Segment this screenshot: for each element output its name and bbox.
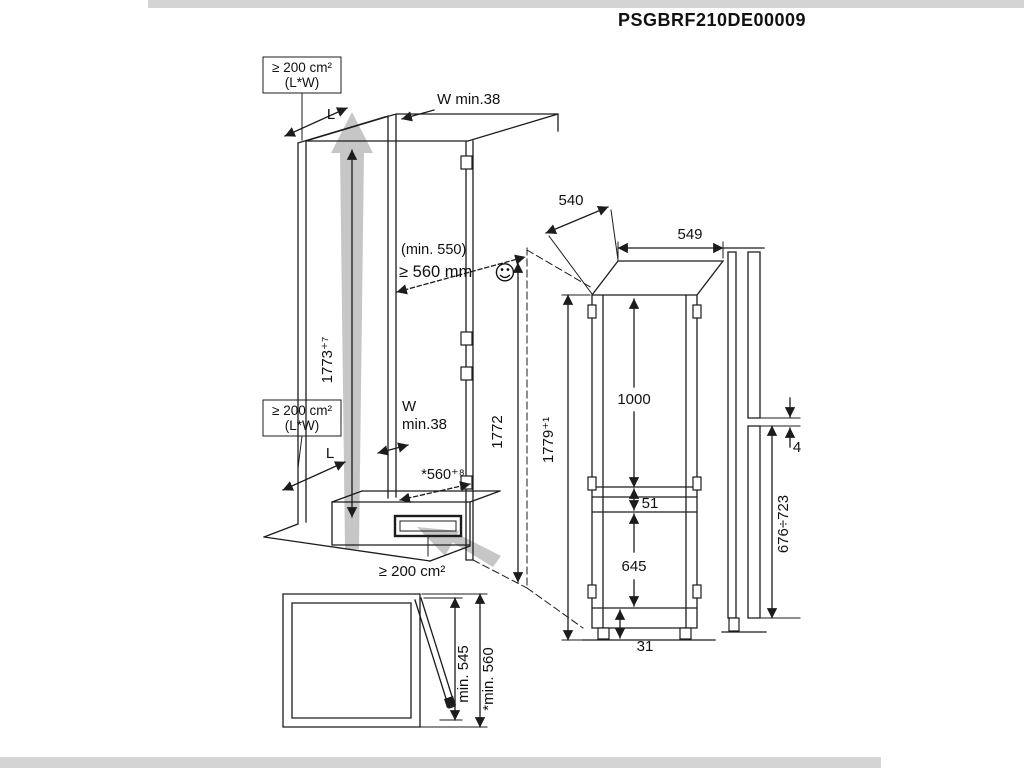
airflow-in-arrow — [417, 527, 501, 567]
dim-height-1779: 1779⁺¹ — [540, 417, 557, 463]
dim-min-545: min. 545 — [455, 645, 472, 703]
side-panel-foot — [728, 617, 740, 632]
dim-gap-4: 4 — [793, 439, 801, 456]
appliance-foot — [597, 627, 610, 640]
dim-wall-top: W min.38 — [437, 91, 500, 108]
hinge-marker — [692, 304, 702, 319]
hinge-marker — [460, 366, 473, 381]
dim-1772: 1772 — [489, 415, 506, 448]
appliance-front-view: 540 549 1779⁺¹ 1000 51 645 31 — [540, 192, 725, 655]
dim-wall-top-leader — [401, 109, 435, 122]
appliance-body — [582, 260, 725, 641]
door-opening-top-view: min. 545 *min. 560 — [282, 593, 497, 728]
vent-area-box-mid — [262, 399, 342, 437]
dim-depth-min: (min. 550) — [401, 242, 466, 258]
hinge-marker — [587, 476, 597, 491]
top-letterbox-bar — [148, 0, 1024, 8]
extension-lines — [759, 417, 801, 619]
niche-structure — [263, 113, 559, 562]
dim-depth-540: 540 — [558, 192, 583, 209]
dim-plinth-depth-arrow — [399, 481, 471, 503]
document-code: PSGBRF210DE00009 — [618, 10, 806, 30]
hinge-marker — [587, 304, 597, 319]
dim-vent-bottom: ≥ 200 cm² — [379, 563, 446, 580]
side-panel-structure — [721, 247, 767, 633]
dim-niche-height: 1773⁺⁷ — [319, 337, 336, 384]
bottom-letterbox-bar — [0, 757, 881, 768]
dim-plinth-depth: *560⁺⁸ — [421, 467, 465, 483]
dim-51: 51 — [642, 495, 659, 512]
dim-length-top-arrow — [284, 107, 348, 137]
dim-depth-required: ≥ 560 mm — [399, 263, 472, 281]
dim-length-top: L — [327, 106, 335, 123]
vent-area-mid-label2: (L*W) — [285, 418, 320, 433]
dim-1000: 1000 — [617, 391, 650, 408]
dim-wall-mid-arrow — [377, 442, 409, 456]
dim-depth-arrow — [396, 254, 526, 295]
dim-length-mid-arrow — [282, 461, 346, 491]
appliance-foot — [679, 627, 692, 640]
vent-area-top-label2: (L*W) — [285, 75, 320, 90]
dim-676-723: 676÷723 — [775, 495, 792, 553]
hinge-marker — [460, 155, 473, 170]
smiley-icon: ☺ — [494, 261, 516, 285]
hinge-marker — [692, 584, 702, 599]
dim-31: 31 — [637, 638, 654, 655]
dim-wall-mid-min: min.38 — [402, 416, 447, 433]
side-panel-view: 4 676÷723 — [721, 247, 801, 633]
projection-lines — [472, 247, 593, 629]
vent-area-box-top — [262, 56, 342, 94]
dim-645: 645 — [621, 558, 646, 575]
niche-isometric-view: ≥ 200 cm² (L*W) ≥ 200 cm² (L*W) L W min.… — [262, 56, 593, 629]
hinge-marker — [587, 584, 597, 599]
hinge-marker — [460, 331, 473, 346]
dim-width-549: 549 — [677, 226, 702, 243]
vent-grille-inner — [399, 520, 457, 532]
vent-grille — [393, 514, 463, 538]
open-door — [414, 597, 456, 709]
dim-wall-mid-w: W — [402, 398, 417, 415]
vent-area-top-label: ≥ 200 cm² — [272, 60, 332, 75]
cabinet-top-view — [282, 593, 421, 728]
dim-depth-540-arrow — [545, 206, 609, 234]
vent-area-mid-label: ≥ 200 cm² — [272, 403, 332, 418]
hinge-marker — [692, 476, 702, 491]
dim-length-mid: L — [326, 445, 334, 462]
dim-min-560: *min. 560 — [480, 647, 497, 710]
